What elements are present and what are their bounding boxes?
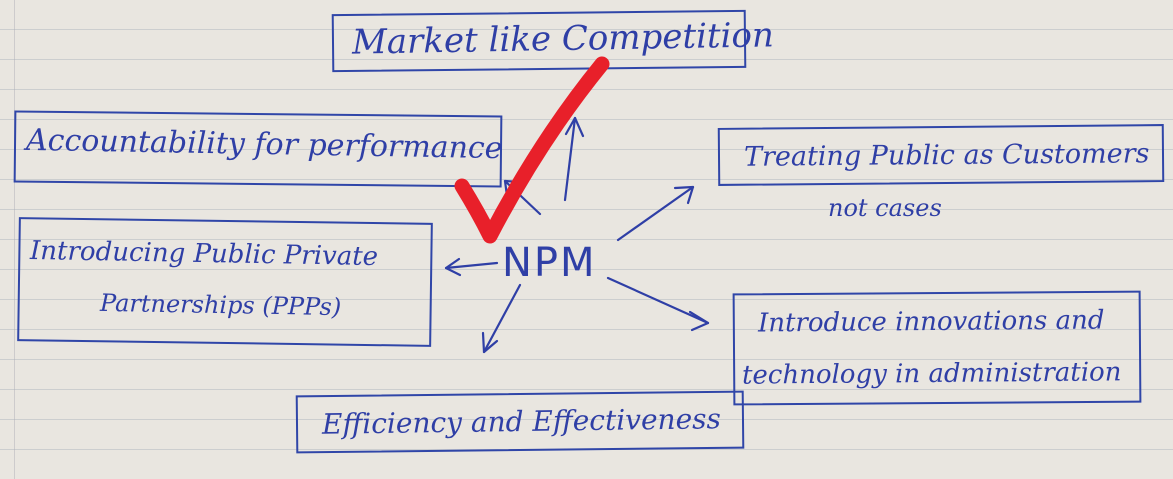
margin-line <box>14 0 15 479</box>
npm-center-label: NPM <box>502 240 597 286</box>
check-mark-icon <box>454 56 610 244</box>
treating-label-line2: not cases <box>828 194 942 222</box>
arrow-icon <box>616 185 695 242</box>
arrow-icon <box>606 276 710 332</box>
arrow-icon <box>563 116 585 202</box>
arrow-icon <box>444 257 499 277</box>
arrow-icon <box>481 283 522 354</box>
